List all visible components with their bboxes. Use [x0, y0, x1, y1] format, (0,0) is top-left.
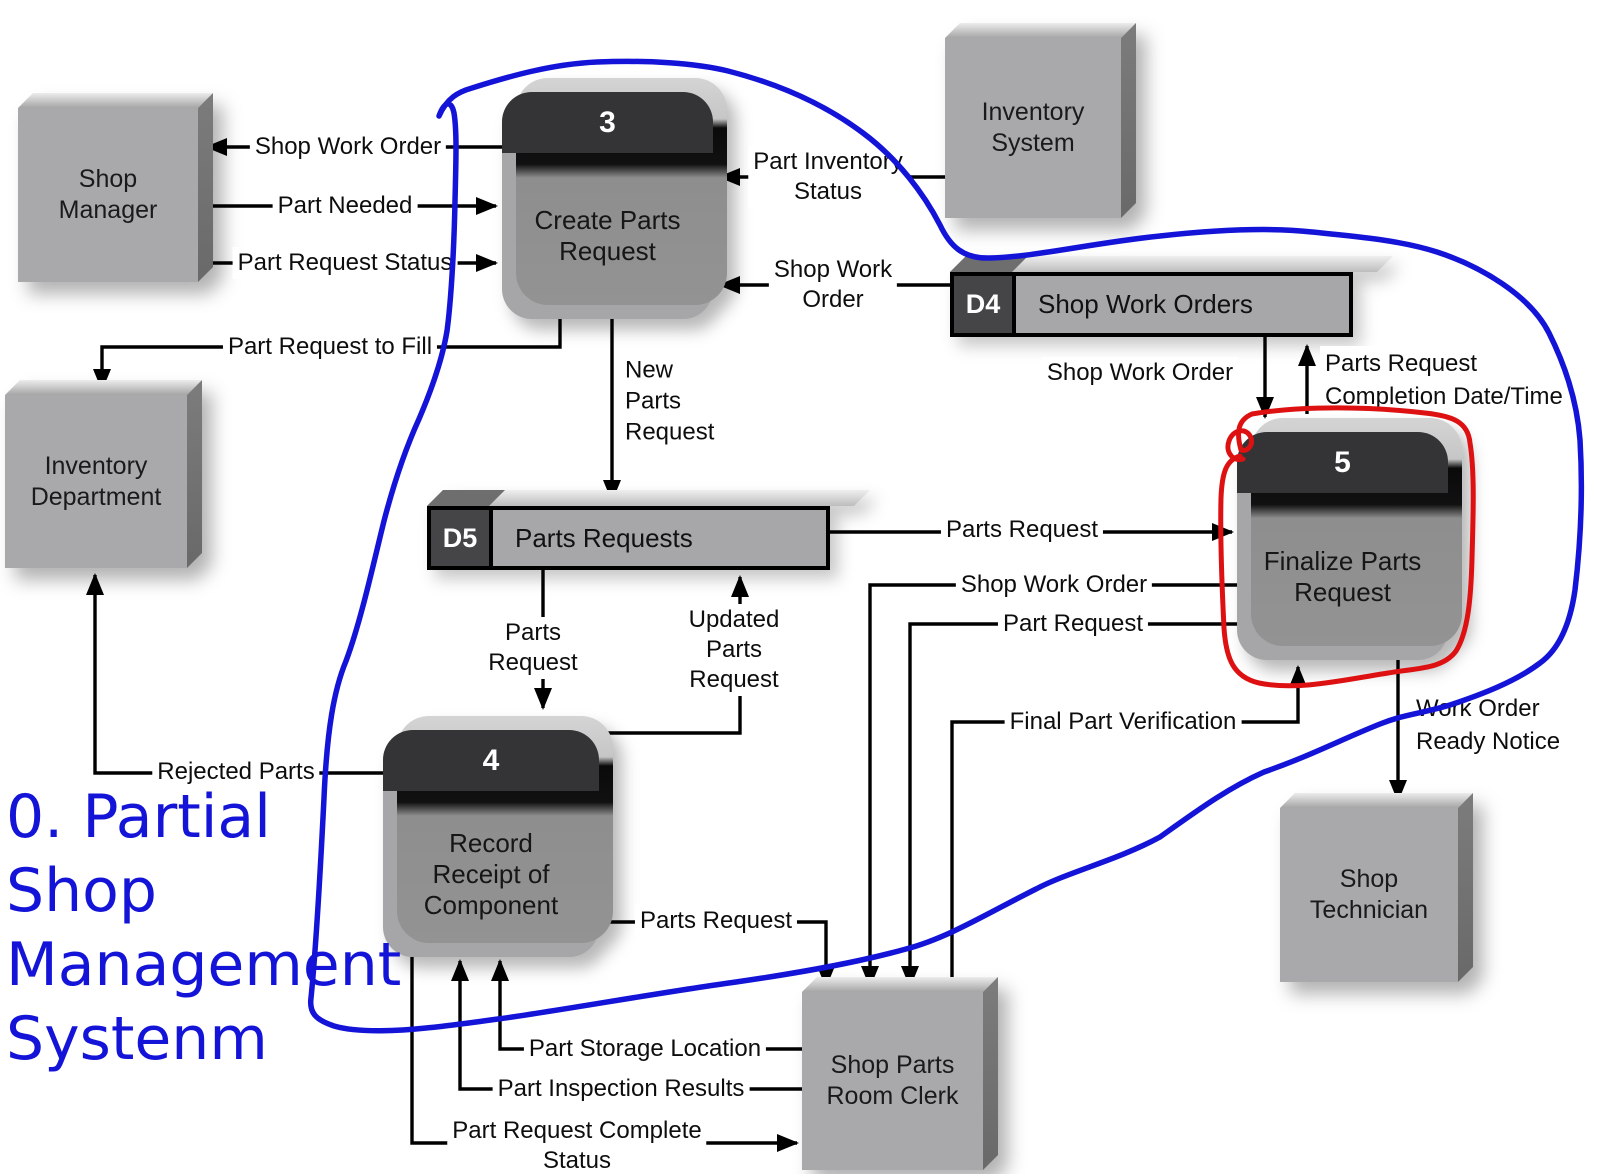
entity-side-face	[198, 93, 213, 282]
flow-label-part-inventory-status: Part Inventory Status	[748, 146, 908, 208]
process-3-label: Create Parts Request	[534, 205, 681, 266]
flow-label-parts-request-record-clerk: Parts Request	[634, 905, 798, 937]
flow-label-part-request-status: Part Request Status	[232, 247, 458, 279]
flow-label-parts-request-d5-finalize: Parts Request	[940, 514, 1104, 546]
annotation-title: 0. Partial Shop Management Systenm	[6, 782, 402, 1074]
store-d4-shop-work-orders: D4 Shop Work Orders	[950, 272, 1353, 337]
process-3-create-parts-request: 3 Create Parts Request	[502, 92, 713, 319]
flow-label-part-request-complete-status: Part Request Complete Status	[447, 1115, 707, 1174]
process-5-label: Finalize Parts Request	[1263, 545, 1422, 607]
entity-top-face	[802, 977, 998, 992]
entity-top-face	[18, 93, 213, 108]
process-5-finalize-parts-request: 5 Finalize Parts Request	[1237, 432, 1448, 660]
entity-side-face	[1121, 23, 1136, 218]
flow-label-final-part-verification: Final Part Verification	[1004, 706, 1242, 738]
entity-top-face	[5, 380, 202, 395]
store-d5-label: Parts Requests	[515, 522, 693, 553]
entity-top-face	[945, 23, 1136, 38]
flow-label-part-needed: Part Needed	[272, 190, 418, 222]
flow-label-shop-work-order-to-manager: Shop Work Order	[249, 131, 447, 163]
entity-shop-parts-room-clerk-label: Shop Parts Room Clerk	[826, 1051, 959, 1110]
flow-label-part-storage-location: Part Storage Location	[523, 1033, 767, 1065]
flow-label-part-request-to-clerk: Part Request	[997, 608, 1149, 640]
entity-side-face	[187, 380, 202, 568]
flow-label-part-inspection-results: Part Inspection Results	[492, 1073, 750, 1105]
entity-inventory-system-label: Inventory System	[981, 98, 1085, 157]
flow-label-part-request-to-fill: Part Request to Fill	[222, 331, 438, 363]
store-d4-id: D4	[954, 276, 1016, 333]
entity-inventory-system: Inventory System	[945, 38, 1121, 218]
entity-shop-technician-label: Shop Technician	[1309, 865, 1429, 924]
store-d5-parts-requests: D5 Parts Requests	[427, 506, 830, 570]
flow-label-shop-work-order-to-clerk: Shop Work Order	[955, 569, 1153, 601]
flow-label-updated-parts-request: Updated Parts Request	[683, 604, 785, 696]
flow-label-parts-request-completion: Parts Request Completion Date/Time	[1320, 346, 1568, 414]
flow-rejected-parts	[86, 573, 383, 775]
process-4-label: Record Receipt of Component	[423, 827, 559, 920]
flow-label-work-order-ready-notice: Work Order Ready Notice	[1411, 691, 1566, 759]
entity-inventory-department: Inventory Department	[5, 395, 187, 568]
entity-shop-manager-label: Shop Manager	[58, 165, 158, 224]
process-4-number: 4	[383, 730, 599, 791]
entity-side-face	[983, 977, 998, 1170]
entity-top-face	[1280, 793, 1473, 808]
entity-shop-technician: Shop Technician	[1280, 808, 1458, 982]
flow-part-inspection-results	[451, 959, 802, 1091]
flow-label-new-parts-request: New Parts Request	[620, 353, 720, 449]
process-5-number: 5	[1237, 432, 1448, 493]
flow-label-shop-work-order-d4-finalize: Shop Work Order	[1041, 357, 1239, 389]
process-3-number: 3	[502, 92, 713, 153]
process-4-record-receipt: 4 Record Receipt of Component	[383, 730, 599, 957]
flow-shop-work-order-to-clerk	[861, 583, 1237, 988]
store-d5-id: D5	[431, 510, 493, 566]
entity-inventory-department-label: Inventory Department	[30, 451, 162, 511]
flow-label-shop-work-order-to-create: Shop Work Order	[768, 254, 898, 316]
flow-part-request-to-clerk	[901, 622, 1237, 988]
entity-shop-manager: Shop Manager	[18, 108, 198, 282]
entity-shop-parts-room-clerk: Shop Parts Room Clerk	[802, 992, 983, 1170]
entity-side-face	[1458, 793, 1473, 982]
flow-label-parts-request-d5-record: Parts Request	[483, 617, 583, 679]
store-d4-label: Shop Work Orders	[1038, 289, 1253, 319]
